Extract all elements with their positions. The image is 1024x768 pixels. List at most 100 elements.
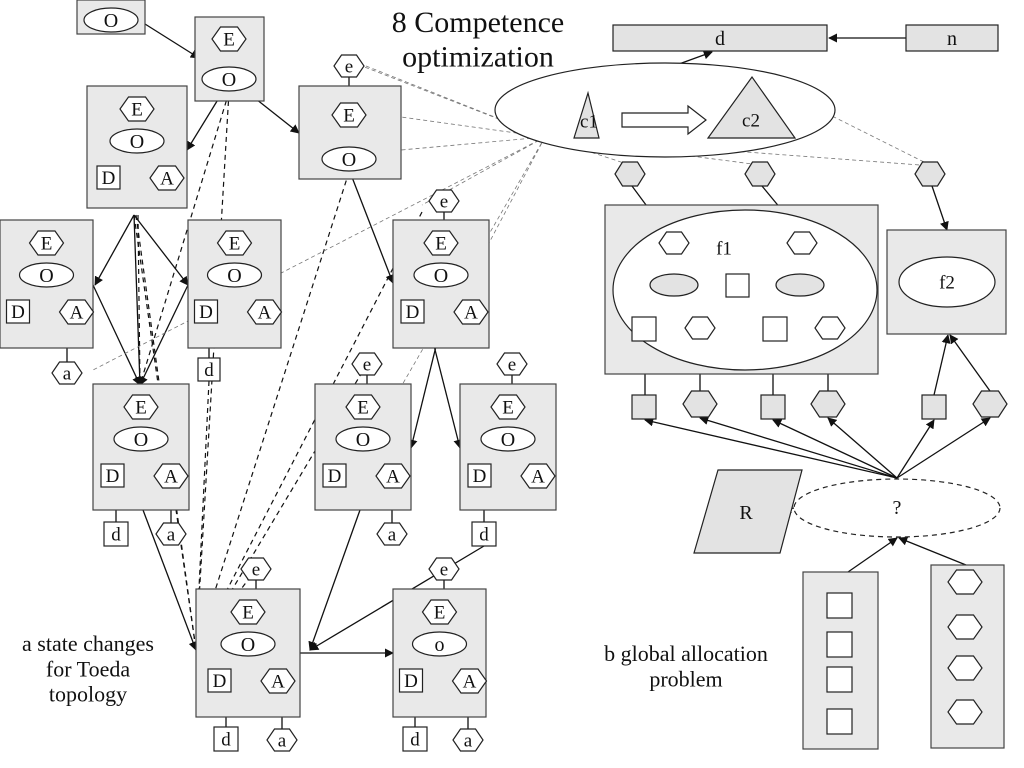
e-hexagon <box>28 230 65 256</box>
c1-triangle <box>573 90 600 139</box>
label-e: e <box>440 560 448 581</box>
o-ellipse <box>480 426 536 452</box>
pool-hexagon <box>947 699 983 725</box>
label-E: E <box>131 100 143 121</box>
pool-hexagon <box>947 655 983 681</box>
o-ellipse <box>413 262 469 288</box>
d-bar <box>612 24 828 52</box>
pool-square <box>826 631 853 658</box>
a-hexagon <box>451 668 488 694</box>
label-D: D <box>404 671 418 692</box>
top-hexagon <box>914 161 946 187</box>
ext-d-square <box>402 726 428 752</box>
caption-b: b global allocation <box>604 641 768 666</box>
label-D: D <box>102 168 116 189</box>
ext-d-square <box>197 357 221 382</box>
label-e: e <box>252 560 260 581</box>
label-D: D <box>406 302 420 323</box>
dashed-edge <box>138 91 230 386</box>
label-E: E <box>357 398 369 419</box>
fine-dashed-link <box>361 65 546 138</box>
resource-hexagon <box>682 390 718 418</box>
e-hexagon <box>423 230 459 256</box>
label-O: O <box>222 69 236 91</box>
top-hexagon <box>614 161 646 187</box>
fine-dashed-link <box>400 136 546 151</box>
label-O: O <box>342 149 356 171</box>
a-hexagon <box>260 668 296 694</box>
label-O: O <box>501 429 515 451</box>
fan-edge <box>139 284 189 386</box>
ext-a-hexagon <box>51 361 83 385</box>
caption-a: for Toeda <box>46 656 130 681</box>
label-d: d <box>479 525 489 546</box>
label-E: E <box>229 234 241 255</box>
label-r: R <box>739 502 753 524</box>
fine-dashed-link <box>479 136 546 261</box>
label-A: A <box>70 303 84 324</box>
label-a: a <box>63 364 72 385</box>
label-d: d <box>410 730 420 751</box>
alloc-edge <box>896 417 991 479</box>
ext-a-hexagon <box>452 728 484 752</box>
fine-dashed-link <box>421 136 546 206</box>
fine-dashed-link <box>92 136 546 371</box>
label-O: O <box>434 265 448 287</box>
alloc-edge <box>644 417 898 479</box>
ext-d-square <box>471 521 497 547</box>
pool-square <box>826 666 853 693</box>
alloc-edge <box>772 419 898 479</box>
ext-a-hexagon <box>155 522 187 546</box>
pool-square <box>826 708 853 735</box>
label-A: A <box>531 467 545 488</box>
label-E: E <box>434 603 446 624</box>
fan-edge <box>92 284 141 386</box>
label-A: A <box>164 467 178 488</box>
top-o-ellipse <box>83 7 139 33</box>
dashed-edge <box>135 214 145 386</box>
ext-e-hexagon <box>240 557 272 581</box>
e-hexagon <box>230 599 266 625</box>
dashed-edge <box>194 171 350 651</box>
ext-e-hexagon <box>333 54 365 78</box>
converge-edge <box>308 509 361 651</box>
pool-square <box>826 592 853 619</box>
shapes-layer <box>0 0 1008 752</box>
label-E: E <box>435 234 447 255</box>
label-e: e <box>508 355 516 376</box>
d-square <box>96 165 121 190</box>
resource-hexagon <box>972 390 1008 418</box>
ext-d-square <box>103 521 129 547</box>
alloc-edge <box>896 419 935 479</box>
e-hexagon <box>119 96 155 122</box>
label-O: O <box>356 429 370 451</box>
inner-hexagon <box>786 231 818 255</box>
pool-edge <box>898 536 967 566</box>
inner-square <box>725 273 750 298</box>
label-E: E <box>343 106 355 127</box>
label-a: a <box>464 731 473 752</box>
a-hexagon <box>246 299 283 325</box>
o-ellipse <box>201 66 257 92</box>
converge-edge <box>142 509 198 651</box>
resource-square <box>921 394 947 420</box>
label-c1: c1 <box>580 112 598 133</box>
label-O: O <box>134 429 148 451</box>
inner-square <box>631 316 657 342</box>
alloc-edge <box>827 417 898 479</box>
o-ellipse <box>321 146 377 172</box>
o-ellipse <box>18 262 75 288</box>
a-hexagon <box>149 165 185 191</box>
fine-dashed-link <box>819 109 931 166</box>
label-A: A <box>258 303 272 324</box>
pool-hexagon <box>947 569 983 595</box>
pool-hexagon <box>947 614 983 640</box>
ext-e-hexagon <box>428 189 460 213</box>
resource-edge <box>949 334 991 392</box>
e-hexagon <box>123 394 159 420</box>
label-e: e <box>363 355 371 376</box>
r-parallelogram <box>693 469 803 554</box>
label-D: D <box>199 302 213 323</box>
